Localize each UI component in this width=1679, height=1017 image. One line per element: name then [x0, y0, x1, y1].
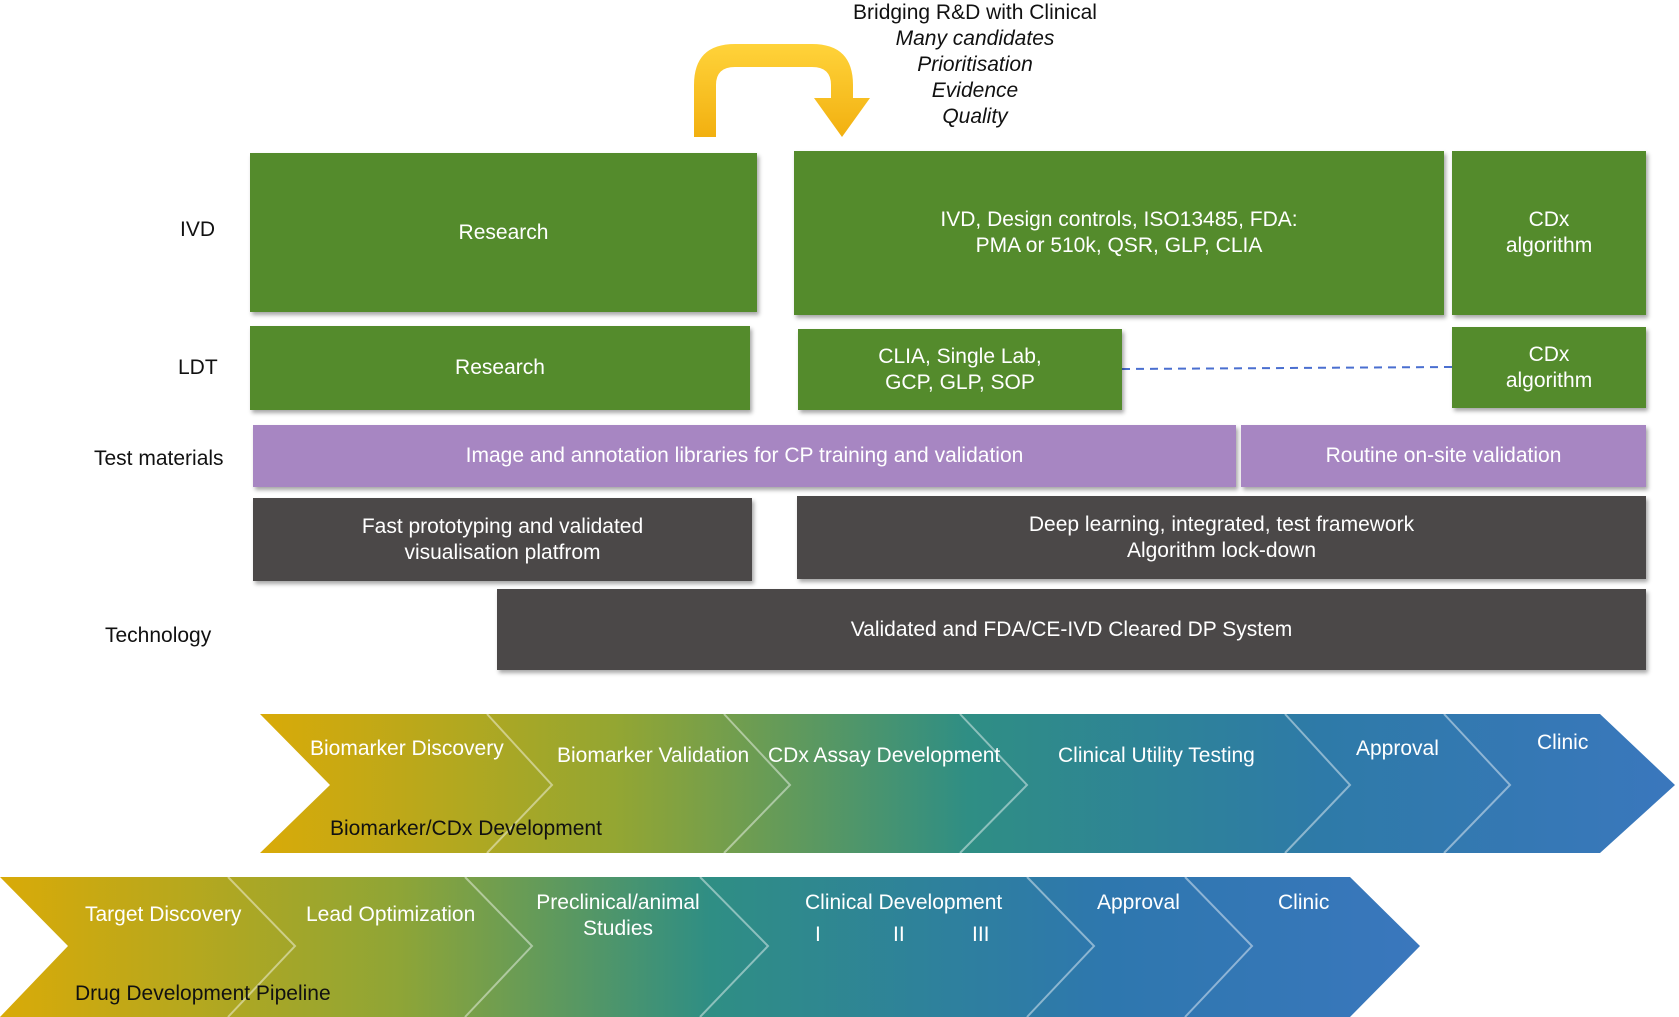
ivd-cdx-algorithm-box: CDx algorithm — [1452, 151, 1646, 315]
ldt-dashed-connector — [1121, 366, 1453, 370]
row-label-ivd: IVD — [180, 218, 216, 241]
box-label: CDx — [1528, 208, 1570, 231]
chevron-divider — [464, 876, 534, 1017]
drug-pipeline-arrow — [0, 876, 1420, 1017]
stage-biomarker-discovery: Biomarker Discovery — [310, 737, 504, 760]
stage-preclinical-line1: Preclinical/animal — [536, 891, 700, 914]
chevron-divider — [699, 876, 770, 1017]
biomarker-pipeline-title: Biomarker/CDx Development — [330, 817, 602, 840]
box-label: Research — [458, 220, 549, 244]
box-label: CLIA, Single Lab, — [878, 344, 1042, 368]
stage-target-discovery: Target Discovery — [85, 903, 242, 926]
box-label: Research — [455, 356, 545, 379]
box-label: Algorithm lock-down — [1126, 538, 1317, 562]
box-label: PMA or 510k, QSR, GLP, CLIA — [975, 234, 1263, 257]
box-label: Deep learning, integrated, test framewor… — [1028, 512, 1415, 536]
box-label: IVD, Design controls, ISO13485, FDA: — [940, 208, 1298, 231]
stage-preclinical-line2: Studies — [582, 917, 654, 940]
libraries-box: Image and annotation libraries for CP tr… — [253, 425, 1236, 487]
bridge-arrow-icon — [694, 44, 870, 137]
chevron-divider — [723, 713, 792, 854]
chevron-divider — [1443, 713, 1512, 854]
chevron-divider — [486, 713, 554, 854]
box-label: CDx — [1528, 342, 1570, 366]
phase-i: I — [815, 923, 821, 946]
deep-learning-box: Deep learning, integrated, test framewor… — [797, 496, 1646, 579]
row-label-ldt: LDT — [178, 356, 218, 379]
row-label-test-materials: Test materials — [94, 447, 224, 470]
ldt-clia-box: CLIA, Single Lab, GCP, GLP, SOP — [798, 329, 1122, 410]
drug-pipeline-title: Drug Development Pipeline — [75, 982, 331, 1005]
box-label: visualisation platfrom — [404, 540, 601, 564]
ivd-research-box: Research — [250, 153, 757, 312]
chevron-divider — [1184, 876, 1254, 1017]
box-label: Fast prototyping and validated — [361, 514, 644, 538]
biomarker-pipeline-arrow — [260, 713, 1675, 854]
stage-clinical-development: Clinical Development — [805, 891, 1003, 914]
stage-preclinical: Preclinical/animal Studies — [533, 890, 703, 942]
stage-approval: Approval — [1356, 737, 1439, 760]
box-label: Validated and FDA/CE-IVD Cleared DP Syst… — [850, 617, 1293, 641]
ivd-regulatory-box: IVD, Design controls, ISO13485, FDA: PMA… — [794, 151, 1444, 315]
chevron-divider — [959, 713, 1029, 854]
chevron-divider — [227, 876, 297, 1017]
box-label: Image and annotation libraries for CP tr… — [465, 444, 1024, 467]
bridge-item: Prioritisation — [917, 53, 1033, 76]
dp-system-box: Validated and FDA/CE-IVD Cleared DP Syst… — [497, 589, 1646, 670]
box-label: algorithm — [1505, 368, 1593, 392]
row-label-technology: Technology — [105, 624, 212, 647]
bridge-item: Evidence — [931, 79, 1019, 102]
stage-approval: Approval — [1097, 891, 1180, 914]
box-label: GCP, GLP, SOP — [885, 370, 1035, 394]
phase-iii: III — [972, 923, 990, 946]
bridge-item: Quality — [942, 105, 1008, 128]
stage-clinical-utility-testing: Clinical Utility Testing — [1058, 744, 1255, 767]
box-label: Routine on-site validation — [1325, 444, 1562, 467]
box-label: algorithm — [1505, 234, 1593, 257]
chevron-divider — [1284, 713, 1352, 854]
ldt-research-box: Research — [250, 326, 750, 410]
stage-biomarker-validation: Biomarker Validation — [557, 744, 750, 767]
prototyping-box: Fast prototyping and validated visualisa… — [253, 498, 752, 581]
chevron-divider — [1026, 876, 1096, 1017]
bridge-title: Bridging R&D with Clinical — [853, 1, 1097, 24]
phase-ii: II — [893, 923, 905, 946]
routine-validation-box: Routine on-site validation — [1241, 425, 1646, 487]
ldt-cdx-algorithm-box: CDx algorithm — [1452, 327, 1646, 408]
bridge-text-block: Bridging R&D with Clinical Many candidat… — [800, 0, 1150, 130]
stage-clinic: Clinic — [1278, 891, 1330, 914]
stage-cdx-assay-development: CDx Assay Development — [768, 744, 1001, 767]
stage-lead-optimization: Lead Optimization — [306, 903, 476, 926]
bridge-item: Many candidates — [895, 27, 1055, 50]
stage-clinic: Clinic — [1537, 731, 1589, 754]
